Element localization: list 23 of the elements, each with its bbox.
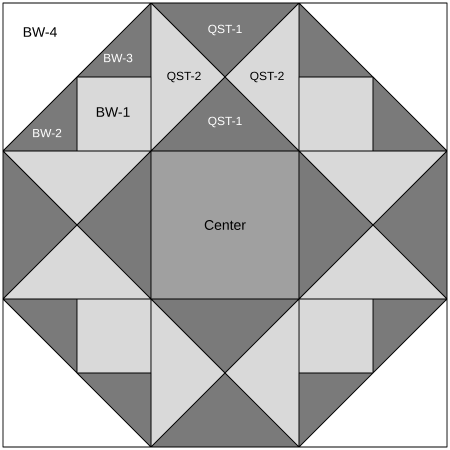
quilt-piece	[76, 150, 152, 300]
quilt-piece	[224, 298, 300, 448]
quilt-piece	[2, 150, 78, 300]
quilt-piece: Center	[150, 150, 300, 300]
quilt-piece	[76, 298, 152, 374]
quilt-piece	[372, 150, 448, 300]
quilt-piece	[372, 76, 448, 152]
quilt-piece	[298, 298, 374, 374]
quilt-piece	[2, 224, 152, 300]
quilt-piece: BW-2	[2, 76, 78, 152]
quilt-piece: BW-3	[76, 2, 152, 78]
quilt-piece	[150, 298, 226, 448]
quilt-piece	[298, 298, 448, 448]
quilt-piece	[298, 2, 448, 152]
quilt-piece	[298, 150, 374, 300]
quilt-piece	[2, 150, 152, 226]
quilt-piece: BW-1	[76, 76, 152, 152]
quilt-piece	[298, 224, 448, 300]
quilt-piece	[150, 298, 300, 374]
quilt-piece	[298, 76, 374, 152]
quilt-piece	[150, 372, 300, 448]
quilt-piece	[298, 150, 448, 226]
quilt-piece	[2, 298, 152, 448]
